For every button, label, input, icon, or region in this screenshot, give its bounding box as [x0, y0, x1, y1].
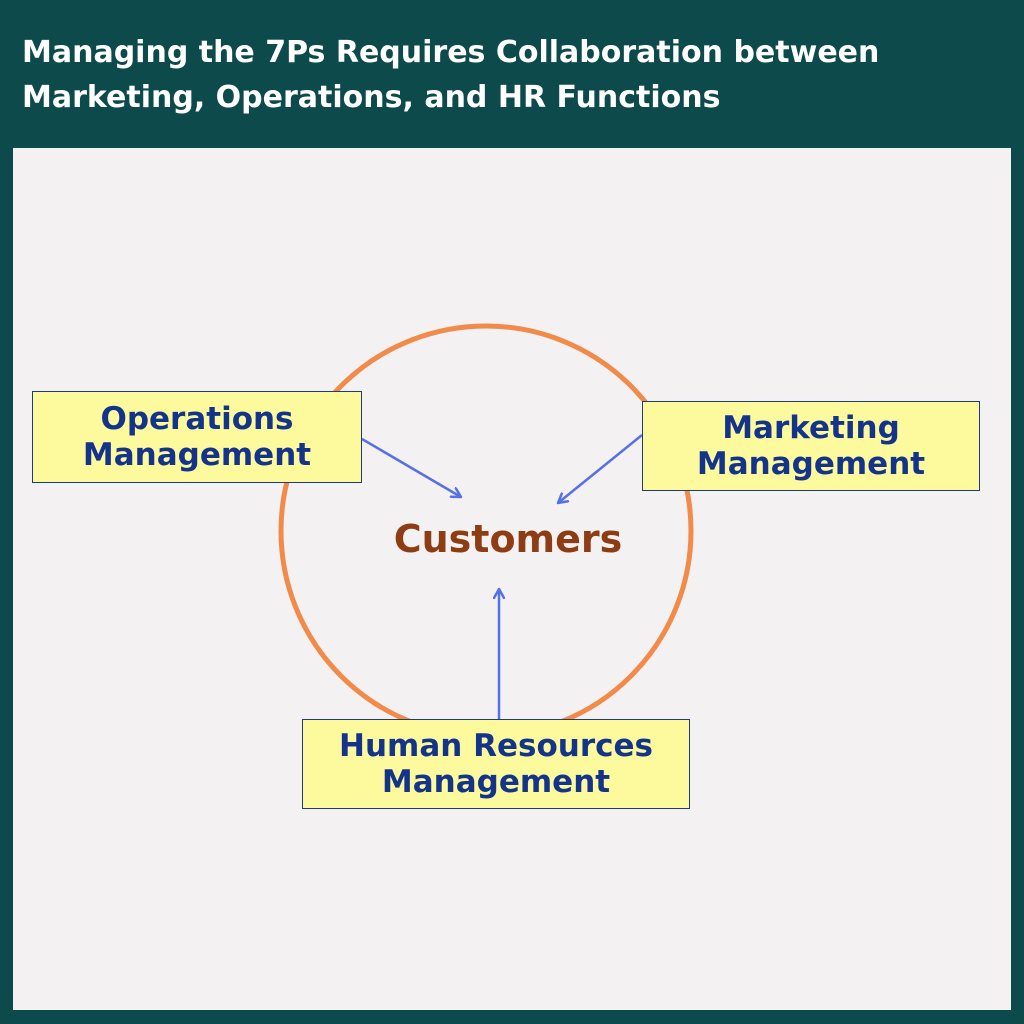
page-title-line-1: Managing the 7Ps Requires Collaboration …: [22, 35, 880, 70]
marketing-management-line-1: Marketing: [722, 410, 900, 446]
page-title-line-2: Marketing, Operations, and HR Functions: [22, 80, 721, 115]
diagram-graphic: [278, 323, 694, 739]
marketing-management-box: Marketing Management: [642, 401, 980, 491]
arrow-operations-to-customers: [361, 437, 461, 497]
operations-management-box: Operations Management: [32, 391, 362, 483]
hr-management-box: Human Resources Management: [302, 719, 690, 809]
diagram-canvas: Customers Operations Management Marketin…: [13, 148, 1011, 1010]
marketing-management-line-2: Management: [696, 446, 926, 482]
hr-management-line-2: Management: [381, 764, 611, 800]
customers-label: Customers: [393, 517, 623, 561]
page-title: Managing the 7Ps Requires Collaboration …: [22, 30, 1012, 120]
operations-management-line-2: Management: [82, 437, 312, 473]
hr-management-line-1: Human Resources: [339, 728, 653, 764]
arrow-marketing-to-customers: [558, 434, 643, 503]
operations-management-line-1: Operations: [100, 401, 294, 437]
